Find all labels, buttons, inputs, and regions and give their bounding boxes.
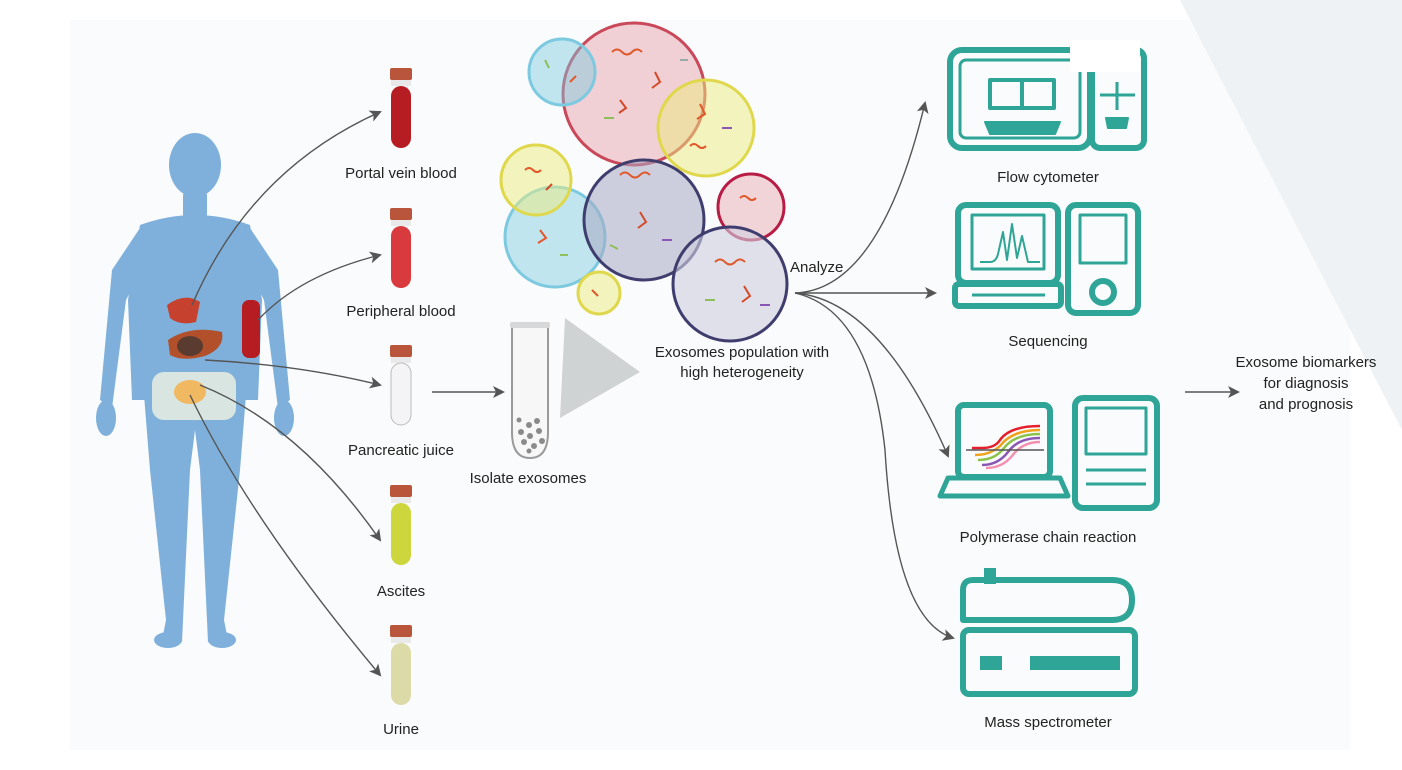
pcr-icon (937, 395, 1160, 511)
tube-liquid (391, 503, 411, 565)
tube-liquid (391, 226, 411, 288)
tube-portal-vein-blood (390, 68, 412, 148)
tube-liquid (390, 362, 412, 426)
exosome-pellet (516, 417, 545, 454)
tube-neck (391, 357, 411, 363)
arrow-to-mass-spectrometer (794, 292, 955, 641)
arrow-to-portal-vein (191, 110, 382, 306)
tube-liquid (391, 643, 411, 705)
zoom-indicator (560, 318, 640, 418)
vesicle-blue-small (527, 37, 597, 107)
tube-cap (390, 485, 412, 497)
sample-label-urine: Urine (383, 721, 419, 738)
vesicle-yellow (656, 78, 756, 178)
sample-arrows (189, 110, 382, 677)
sample-label-pancreatic-juice: Pancreatic juice (348, 442, 454, 459)
instrument-label-sequencing: Sequencing (1008, 333, 1087, 350)
arrow-to-urine (189, 394, 382, 677)
tube-peripheral-blood (390, 208, 412, 288)
analyze-arrows (794, 101, 955, 641)
tube-urine (390, 625, 412, 705)
vesicle-yellow-small (576, 270, 622, 316)
arrow-to-pcr (794, 292, 950, 458)
tube-neck (391, 637, 411, 643)
arrow-to-ascites (199, 384, 382, 542)
instrument-label-pcr: Polymerase chain reaction (960, 529, 1137, 546)
population-label-line2: high heterogeneity (680, 364, 804, 381)
tube-cap (390, 208, 412, 220)
human-body-figure (96, 133, 294, 648)
mass-spectrometer-slot (1030, 656, 1120, 670)
vesicle-navy-lower (671, 225, 789, 343)
vesicle-cargo (524, 48, 770, 306)
arrow-to-pancreatic-juice (204, 359, 382, 389)
mass-spectrometer-display (980, 656, 1002, 670)
tube-liquid (391, 86, 411, 148)
output-label-line2: for diagnosis (1263, 375, 1348, 392)
mass-spectrometer-inlet (984, 568, 996, 584)
bladder (174, 380, 206, 404)
tube-cap (390, 625, 412, 637)
output-label-line3: and prognosis (1259, 396, 1353, 413)
sample-label-peripheral-blood: Peripheral blood (346, 303, 455, 320)
tube-ascites (390, 485, 412, 565)
sequencing-icon (952, 202, 1141, 316)
tube-neck (391, 220, 411, 226)
tube-pancreatic-juice (390, 345, 412, 426)
vesicle-yellow-left (499, 143, 573, 217)
analyze-label: Analyze (790, 259, 843, 276)
stomach-region (177, 336, 203, 356)
tube-neck (391, 497, 411, 503)
tube-cap (390, 345, 412, 357)
tube-neck (391, 80, 411, 86)
flow-cytometer-icon-notch (1070, 40, 1140, 72)
sample-label-ascites: Ascites (377, 583, 425, 600)
pcr-curves (966, 424, 1044, 470)
instrument-label-flow-cytometer: Flow cytometer (997, 169, 1099, 186)
flow-cytometer-icon (947, 47, 1147, 151)
isolation-tube (510, 322, 550, 460)
arm-blood-vessel (242, 300, 260, 358)
arrow-to-peripheral-blood (257, 251, 382, 321)
tube-cap (390, 68, 412, 80)
background-shade (1180, 0, 1402, 430)
exosome-vesicles (499, 21, 789, 343)
population-label-line1: Exosomes population with (655, 344, 829, 361)
instrument-label-mass-spectrometer: Mass spectrometer (984, 714, 1112, 731)
output-label-line1: Exosome biomarkers (1236, 354, 1377, 371)
arrow-to-flow-cytometer (794, 101, 929, 294)
isolate-exosomes-label: Isolate exosomes (470, 470, 587, 487)
sample-label-portal-vein-blood: Portal vein blood (345, 165, 457, 182)
